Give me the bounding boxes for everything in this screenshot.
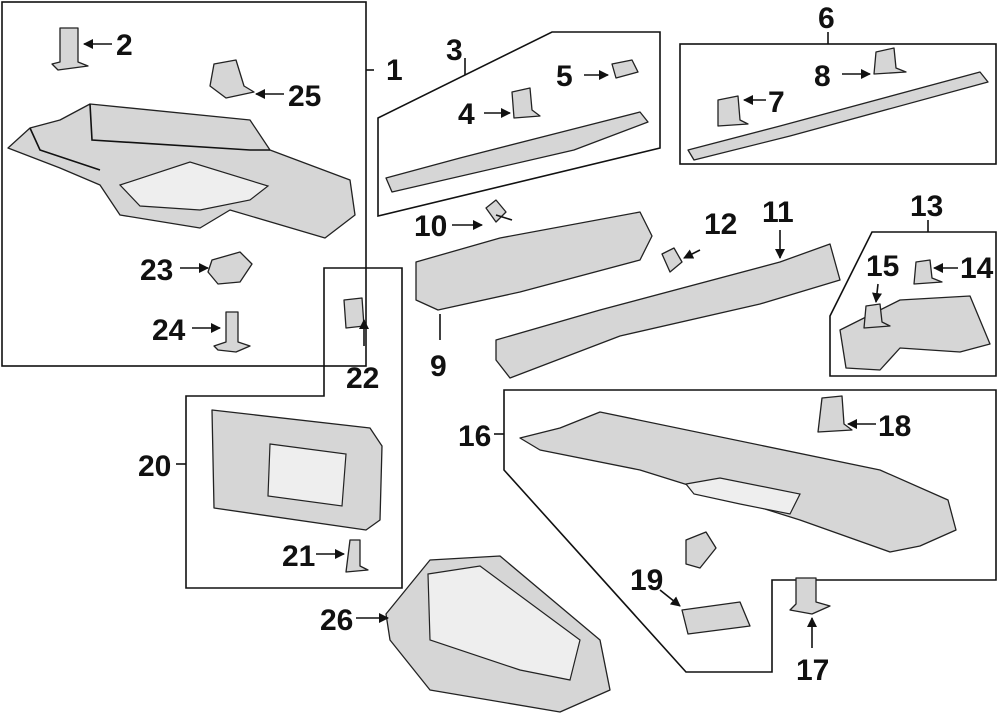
part-23-grab-handle xyxy=(207,251,253,285)
part-24-retainer-pin xyxy=(213,311,251,353)
part-26-console-lens xyxy=(427,565,581,681)
headliner-opening xyxy=(118,161,270,211)
callout-9: 9 xyxy=(430,350,447,383)
part-11-pillar-trim xyxy=(495,243,841,379)
part-8-clip xyxy=(873,47,907,75)
part-25-bracket xyxy=(209,59,255,99)
part-17-retainer xyxy=(789,577,831,615)
callout-26: 26 xyxy=(320,604,353,637)
group-20-sun-visor xyxy=(176,267,403,589)
group-1-headliner xyxy=(1,1,374,367)
callout-8: 8 xyxy=(814,60,831,93)
callout-4: 4 xyxy=(458,98,475,131)
callout-20: 20 xyxy=(138,450,171,483)
part-9-pillar-trim xyxy=(415,211,653,311)
part-2-clip xyxy=(51,27,89,71)
part-19-bulb-socket xyxy=(685,531,717,569)
part-20-vanity-mirror xyxy=(267,443,347,507)
callout-1: 1 xyxy=(386,54,403,87)
part-15-clip xyxy=(863,303,891,329)
group-13-frame xyxy=(829,231,997,377)
part-21-screw xyxy=(345,539,369,573)
part-5-block xyxy=(611,59,639,79)
callout-21: 21 xyxy=(282,540,315,573)
callout-13: 13 xyxy=(910,190,943,223)
callout-25: 25 xyxy=(288,80,321,113)
part-7-clip xyxy=(717,95,749,127)
group-3-frame xyxy=(377,31,661,218)
callout-18: 18 xyxy=(878,410,911,443)
callout-6: 6 xyxy=(818,2,835,35)
part-6-rail-strip xyxy=(687,71,989,161)
group-9-11-pillar-trim xyxy=(415,199,841,379)
callout-7: 7 xyxy=(768,86,785,119)
part-13-trim-panel xyxy=(839,295,991,371)
callout-5: 5 xyxy=(556,60,573,93)
group-6-roof-rail xyxy=(679,32,997,165)
callout-22: 22 xyxy=(346,362,379,395)
group-1-frame xyxy=(1,1,367,367)
part-18-clip xyxy=(817,395,853,433)
group-6-frame xyxy=(679,43,997,165)
part-22-visor-clip xyxy=(343,297,365,329)
callout-23: 23 xyxy=(140,254,173,287)
group-16-rear-trim xyxy=(494,389,997,673)
group-20-frame xyxy=(185,267,403,589)
part-12-fastener xyxy=(661,247,683,273)
part-26-overhead-console xyxy=(356,555,611,713)
part-4-clip xyxy=(511,87,541,119)
callout-3: 3 xyxy=(446,34,463,67)
group-3-roof-rail-trim xyxy=(377,31,661,218)
callout-24: 24 xyxy=(152,314,186,347)
part-3-trim-strip xyxy=(385,111,649,193)
callout-labels: 1 2 3 4 5 6 7 8 9 10 11 12 13 14 15 16 1… xyxy=(116,2,994,687)
part-19-lamp-lens xyxy=(681,601,751,635)
callout-19: 19 xyxy=(630,564,663,597)
callout-12: 12 xyxy=(704,208,737,241)
group-13-quarter-trim xyxy=(829,220,997,377)
callout-14: 14 xyxy=(960,252,994,285)
callout-10: 10 xyxy=(414,210,447,243)
callout-2: 2 xyxy=(116,29,133,62)
group-16-frame xyxy=(503,389,997,673)
callout-15: 15 xyxy=(866,250,899,283)
callout-17: 17 xyxy=(796,654,829,687)
part-14-clip xyxy=(913,259,943,285)
callout-11: 11 xyxy=(762,196,794,229)
callout-16: 16 xyxy=(458,420,491,453)
part-16-lamp-opening xyxy=(684,477,801,515)
part-10-fastener xyxy=(485,199,507,223)
